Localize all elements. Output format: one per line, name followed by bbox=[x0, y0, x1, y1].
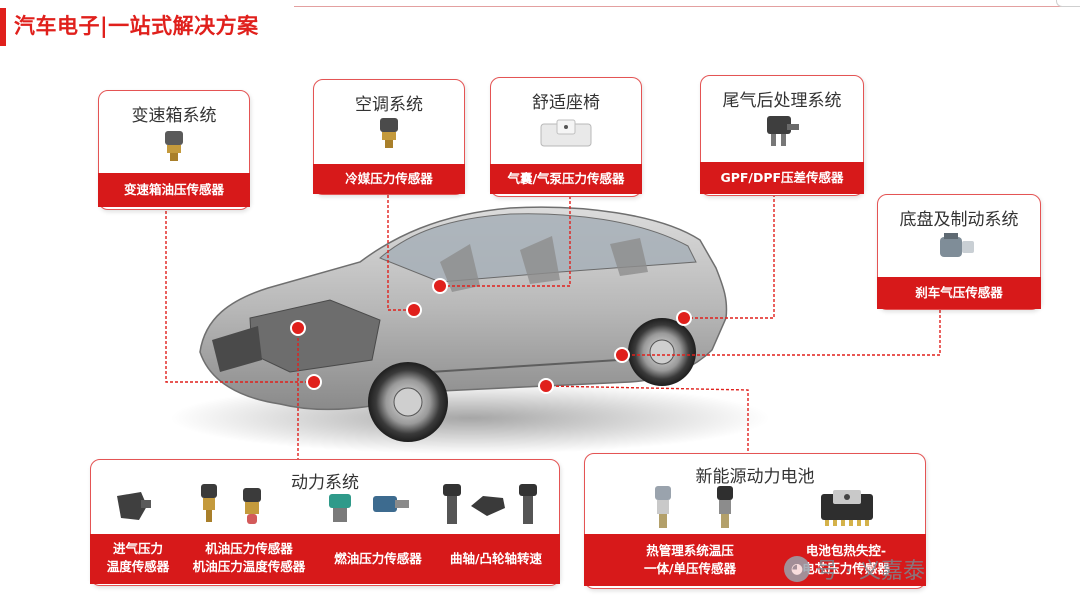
label-pack-line2: 电芯压力传感器 bbox=[802, 561, 890, 576]
marker-seat bbox=[432, 278, 448, 294]
label-thermal-line1: 热管理系统温压 bbox=[646, 543, 734, 558]
fuel-sensor-icon-2 bbox=[373, 496, 409, 512]
label-pack: 电池包热失控- 电芯压力传感器 bbox=[781, 542, 911, 578]
leader-exhaust bbox=[684, 194, 775, 319]
panel-exhaust-title: 尾气后处理系统 bbox=[722, 91, 842, 111]
panel-battery-title: 新能源动力电池 bbox=[695, 467, 815, 487]
crank-sensor-icon-3 bbox=[519, 484, 537, 524]
label-fuel: 燃油压力传感器 bbox=[334, 551, 422, 566]
panel-powertrain: 动力系统 进气压力 温度传感器 机油压力传感器 机油压力温度传感器 bbox=[90, 459, 560, 586]
refrigerant-sensor-icon bbox=[380, 118, 398, 148]
marker-engine bbox=[290, 320, 306, 336]
title-accent-bar bbox=[0, 8, 6, 46]
marker-transmission bbox=[306, 374, 322, 390]
leader-seat bbox=[440, 196, 571, 287]
panel-transmission: 变速箱系统 变速箱油压传感器 bbox=[98, 90, 250, 210]
brake-air-sensor-icon bbox=[940, 233, 974, 257]
cell-pressure-sensor-icon bbox=[821, 490, 873, 526]
leader-ac bbox=[387, 190, 414, 311]
car-seats bbox=[440, 236, 648, 292]
label-thermal: 热管理系统温压 一体/单压传感器 bbox=[625, 542, 755, 578]
panel-ac: 空调系统 冷媒压力传感器 bbox=[313, 79, 465, 195]
label-oil-line1: 机油压力传感器 bbox=[205, 541, 293, 556]
panel-chassis-title: 底盘及制动系统 bbox=[899, 210, 1019, 230]
label-thermal-line2: 一体/单压传感器 bbox=[643, 561, 737, 576]
top-divider bbox=[294, 6, 1080, 7]
marker-chassis bbox=[614, 347, 630, 363]
label-intake-line2: 温度传感器 bbox=[106, 559, 170, 574]
panel-exhaust: 尾气后处理系统 GPF/DPF压差传感器 bbox=[700, 75, 864, 196]
label-oil: 机油压力传感器 机油压力温度传感器 bbox=[183, 540, 315, 576]
label-pack-line1: 电池包热失控- bbox=[805, 543, 887, 558]
panel-chassis: 底盘及制动系统 刹车气压传感器 bbox=[877, 194, 1041, 310]
rear-wheel-hub bbox=[649, 339, 675, 365]
crank-sensor-icon-1 bbox=[443, 484, 461, 524]
panel-battery: 新能源动力电池 热管理系统温压 一体/单压传感器 电池包热失控- 电芯压力传感器 bbox=[584, 453, 926, 589]
oil-sensor-icon-1 bbox=[201, 484, 217, 522]
intake-sensor-icon bbox=[117, 492, 151, 520]
panel-chassis-label: 刹车气压传感器 bbox=[877, 277, 1041, 309]
watermark-text: 号 · 义嘉泰 bbox=[816, 559, 925, 584]
corner-decoration bbox=[1056, 0, 1080, 7]
panel-transmission-label: 变速箱油压传感器 bbox=[98, 173, 250, 207]
panel-seat: 舒适座椅 气囊/气泵压力传感器 bbox=[490, 77, 642, 197]
front-wheel-hub bbox=[393, 387, 423, 417]
label-intake: 进气压力 温度传感器 bbox=[97, 540, 179, 576]
thermal-sensor-icon-2 bbox=[717, 486, 733, 528]
battery-labels-bar bbox=[584, 534, 926, 586]
differential-pressure-sensor-icon bbox=[767, 116, 799, 146]
label-oil-line2: 机油压力温度传感器 bbox=[192, 559, 306, 574]
thermal-sensor-icon-1 bbox=[655, 486, 671, 528]
panel-exhaust-label: GPF/DPF压差传感器 bbox=[700, 162, 864, 194]
panel-ac-label: 冷媒压力传感器 bbox=[313, 164, 465, 194]
panel-transmission-title: 变速箱系统 bbox=[131, 106, 217, 126]
label-intake-line1: 进气压力 bbox=[112, 541, 163, 556]
panel-powertrain-title: 动力系统 bbox=[291, 473, 359, 493]
label-crank: 曲轴/凸轮轴转速 bbox=[449, 551, 543, 566]
marker-exhaust bbox=[676, 310, 692, 326]
panel-seat-label: 气囊/气泵压力传感器 bbox=[490, 164, 642, 194]
oil-pressure-sensor-icon bbox=[165, 131, 183, 161]
panel-ac-title: 空调系统 bbox=[355, 95, 423, 115]
airbag-sensor-icon bbox=[540, 119, 592, 147]
fuel-sensor-icon-1 bbox=[329, 494, 351, 522]
oil-sensor-icon-2 bbox=[243, 488, 261, 524]
leader-battery bbox=[545, 385, 749, 478]
leader-transmission bbox=[165, 206, 312, 383]
panel-seat-title: 舒适座椅 bbox=[532, 93, 600, 113]
marker-ac bbox=[406, 302, 422, 318]
powertrain-labels-bar bbox=[90, 534, 560, 584]
car-grille bbox=[212, 326, 262, 372]
crank-sensor-icon-2 bbox=[471, 496, 505, 516]
marker-battery bbox=[538, 378, 554, 394]
wechat-icon: ◕ bbox=[784, 556, 810, 582]
leader-chassis bbox=[622, 310, 941, 356]
watermark: ◕ 号 · 义嘉泰 bbox=[784, 553, 925, 585]
page-title: 汽车电子|一站式解决方案 bbox=[14, 14, 259, 38]
